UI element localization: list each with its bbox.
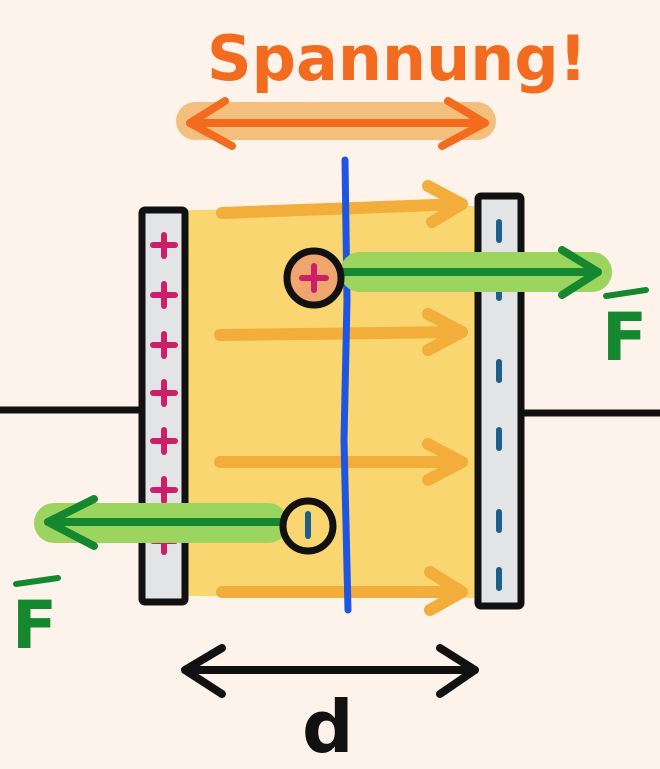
positive-charge: [283, 247, 345, 309]
force-right-arrow: [338, 246, 602, 299]
plus-icon: [299, 263, 329, 293]
field-arrow: [216, 566, 468, 616]
plus-icon: [150, 427, 178, 455]
force-right-label: F: [602, 299, 647, 376]
right-plate: [474, 192, 525, 610]
distance-label: d: [302, 685, 354, 769]
field-arrow: [216, 180, 468, 228]
midline: [340, 156, 352, 614]
plus-icon: [150, 379, 178, 407]
force-left-arrow: [44, 495, 294, 550]
distance-arrow: [181, 644, 479, 698]
voltage-arrow: [186, 97, 489, 150]
field-arrow: [214, 308, 468, 356]
negative-charge: [279, 497, 337, 555]
plus-icon: [150, 281, 178, 309]
plus-icon: [150, 331, 178, 359]
field-arrow: [214, 438, 468, 486]
voltage-label: Spannung!: [207, 22, 587, 95]
plus-icon: [150, 476, 178, 504]
force-left-vector-bar: [13, 575, 61, 587]
plus-icon: [150, 232, 178, 259]
force-left-label: F: [12, 587, 57, 664]
field-arrows: [214, 180, 468, 616]
electric-field-region: [188, 206, 476, 598]
force-right-vector-bar: [603, 287, 649, 299]
